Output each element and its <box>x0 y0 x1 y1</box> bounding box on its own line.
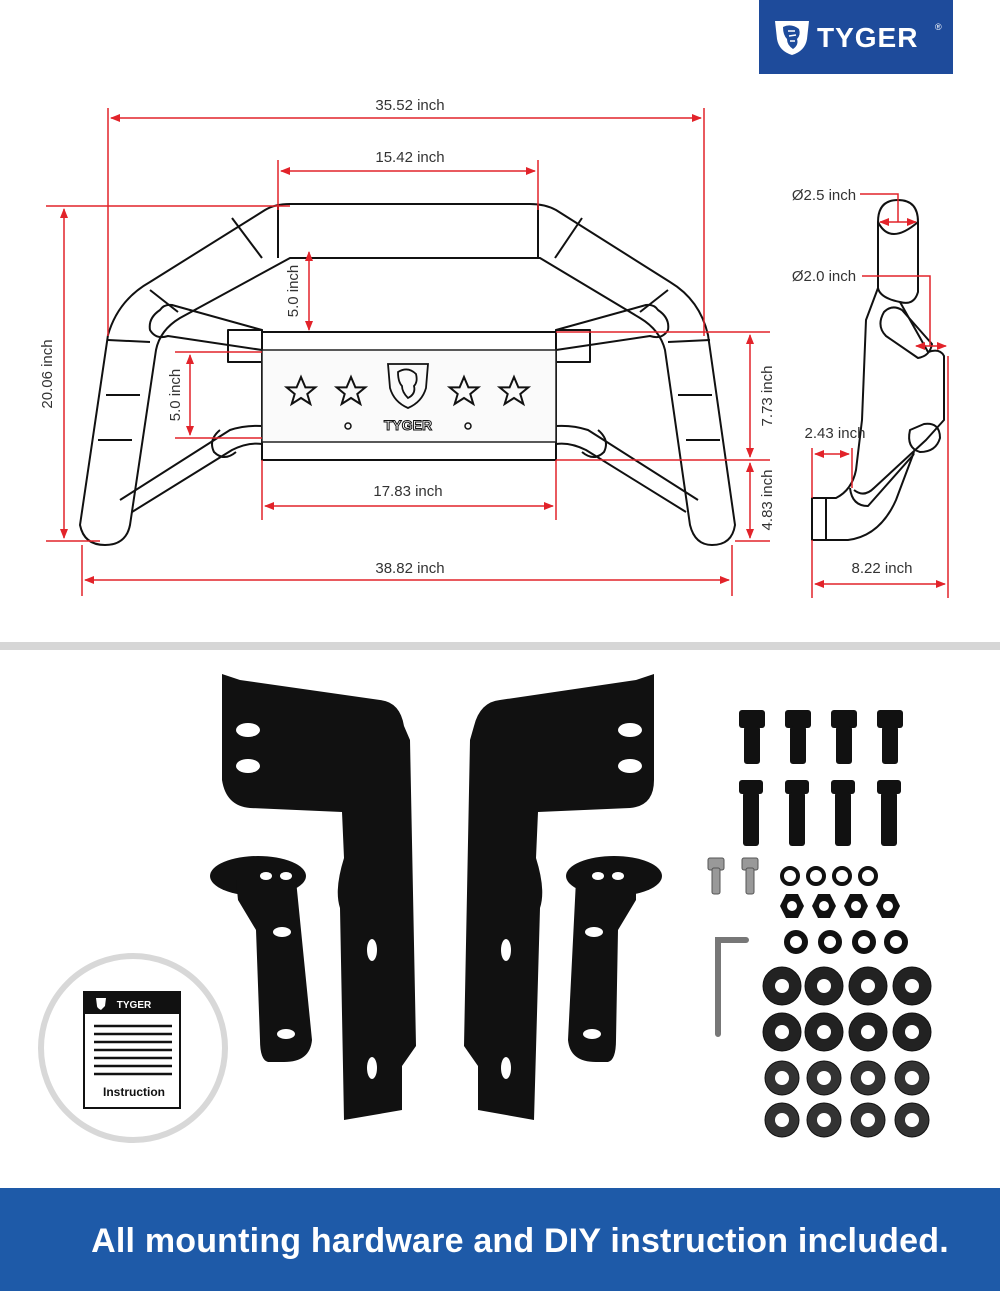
dim-plate-width: 17.83 inch <box>373 483 442 500</box>
dim-tube-diameter-large: Ø2.5 inch <box>792 187 856 204</box>
bracket-icon <box>210 856 312 1062</box>
dim-overall-top-width: 35.52 inch <box>375 97 444 114</box>
license-plate-panel: TYGER <box>261 349 557 443</box>
dim-side-depth: 8.22 inch <box>852 560 913 577</box>
washer-icon <box>784 930 908 954</box>
tyger-lion-logo-icon <box>387 363 429 409</box>
washer-icon <box>780 866 878 886</box>
dim-side-gap-height: 5.0 inch <box>167 369 184 422</box>
star-icon <box>496 374 532 407</box>
bolt-icon <box>739 780 901 846</box>
footer-banner-text: All mounting hardware and DIY instructio… <box>91 1222 949 1260</box>
bolt-icon <box>707 857 759 895</box>
registered-mark: ® <box>935 22 942 32</box>
dim-plate-gap-height: 5.0 inch <box>285 265 302 318</box>
instruction-card-brand: TYGER <box>117 1000 152 1011</box>
plate-brand: TYGER <box>384 417 432 433</box>
star-icon <box>283 374 319 407</box>
dim-plate-height: 7.73 inch <box>759 366 776 427</box>
section-divider <box>0 642 1000 650</box>
hardware-kit-photo: TYGER Instruction <box>38 674 932 1143</box>
bracket-icon <box>566 856 662 1062</box>
dim-overall-bottom-width: 38.82 inch <box>375 560 444 577</box>
front-dimension-lines <box>46 108 770 596</box>
instruction-card-label: Instruction <box>103 1085 165 1099</box>
side-dimension-lines <box>811 193 949 598</box>
dim-tube-diameter-small: Ø2.0 inch <box>792 268 856 285</box>
dim-overall-height: 20.06 inch <box>39 339 56 408</box>
bolt-icon <box>739 710 903 764</box>
nut-icon <box>780 894 900 918</box>
brand-logo: TYGER ® <box>759 0 953 74</box>
tyger-lion-logo-icon <box>775 21 809 55</box>
star-icon <box>446 374 482 407</box>
dim-upper-bar-width: 15.42 inch <box>375 149 444 166</box>
bull-bar-side-view <box>811 199 945 541</box>
dim-side-offset: 2.43 inch <box>805 425 866 442</box>
footer-banner <box>0 1188 1000 1291</box>
dim-bottom-offset: 4.83 inch <box>759 470 776 531</box>
washer-icon <box>764 1060 930 1138</box>
dimension-diagram: TYGER 35.52 inch 15.42 inch <box>39 97 949 598</box>
brand-name: TYGER <box>817 22 919 53</box>
star-icon <box>333 374 369 407</box>
bracket-icon <box>464 674 654 1120</box>
instruction-card <box>38 953 228 1143</box>
washer-icon <box>762 966 932 1052</box>
bracket-icon <box>222 674 416 1120</box>
allen-key-icon <box>715 937 749 1037</box>
